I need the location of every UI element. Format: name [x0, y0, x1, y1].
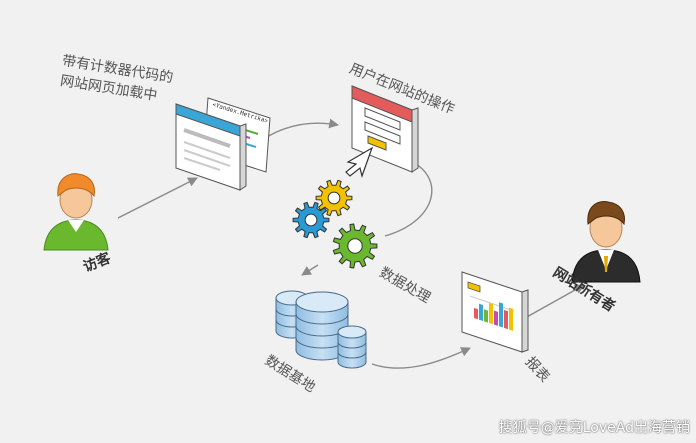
arrow-page-to-actions [261, 118, 339, 141]
arrow-processing-to-db [301, 264, 319, 276]
arrow-db-to-report [371, 347, 471, 369]
report-icon [461, 271, 529, 353]
arrow-report-to-owner [524, 284, 585, 319]
site-owner-icon [571, 201, 641, 283]
visitor-icon [43, 173, 109, 251]
gears-processing-icon [292, 179, 378, 269]
user-actions-form-icon [345, 85, 419, 179]
database-icon [275, 290, 367, 369]
webpage-with-code-icon: <Yandex.Metrika> [175, 97, 271, 191]
arrow-actions-loop [384, 159, 433, 237]
arrow-visitor-to-page [117, 177, 198, 219]
cursor-icon [345, 146, 374, 179]
watermark-text: 搜狐号@爱竞LoveAd出海营销 [498, 420, 690, 436]
